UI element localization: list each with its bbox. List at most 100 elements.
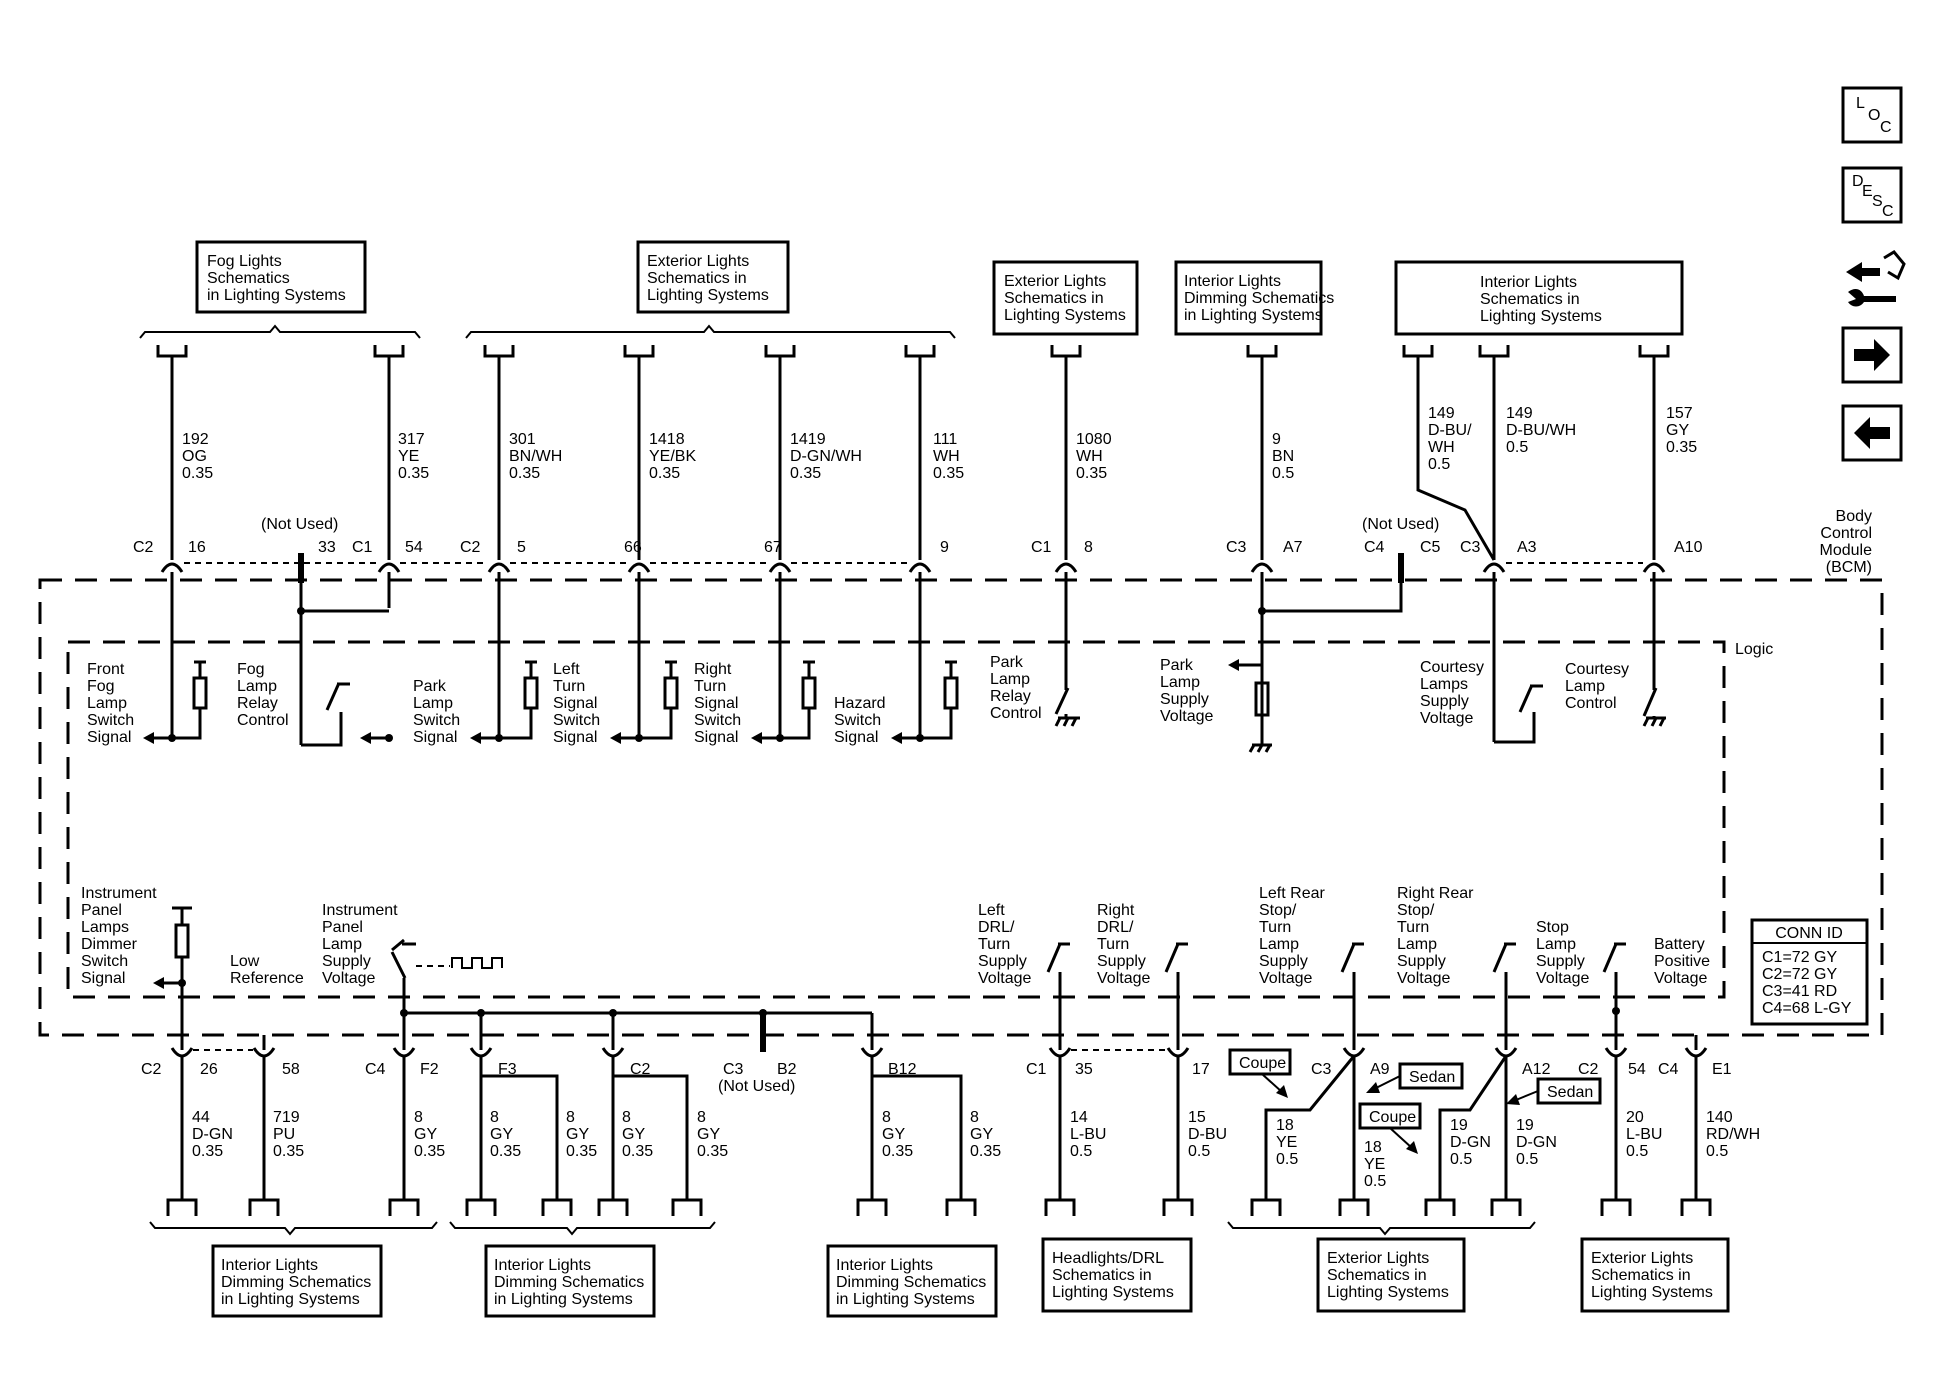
- svg-text:Front: Front: [87, 661, 125, 678]
- ref-box-fog-lights[interactable]: Fog Lights Schematics in Lighting System…: [195, 240, 367, 314]
- nav-loc-button[interactable]: L O C: [1841, 86, 1903, 144]
- svg-text:Signal: Signal: [694, 695, 738, 712]
- svg-text:Supply: Supply: [1160, 691, 1209, 708]
- svg-text:Signal: Signal: [553, 695, 597, 712]
- svg-text:Supply: Supply: [978, 953, 1027, 970]
- svg-text:GY: GY: [882, 1126, 905, 1143]
- svg-text:C4: C4: [365, 1061, 386, 1078]
- prev-arrow-button[interactable]: [1841, 404, 1903, 462]
- svg-text:C4: C4: [1658, 1061, 1679, 1078]
- svg-text:Coupe: Coupe: [1369, 1109, 1416, 1126]
- svg-text:YE/BK: YE/BK: [649, 448, 696, 465]
- svg-text:Supply: Supply: [1397, 953, 1446, 970]
- svg-text:Right: Right: [1097, 902, 1135, 919]
- svg-text:Lighting Systems: Lighting Systems: [647, 287, 769, 304]
- svg-text:9: 9: [940, 539, 949, 556]
- svg-text:1419: 1419: [790, 431, 826, 448]
- svg-text:719: 719: [273, 1109, 300, 1126]
- svg-text:15: 15: [1188, 1109, 1206, 1126]
- svg-text:C3: C3: [723, 1061, 744, 1078]
- svg-text:Signal: Signal: [413, 729, 457, 746]
- svg-text:Dimming Schematics: Dimming Schematics: [836, 1274, 986, 1291]
- ref-box-exterior-lights[interactable]: Exterior Lights Schematics in Lighting S…: [636, 240, 790, 314]
- svg-text:YE: YE: [1364, 1156, 1385, 1173]
- svg-text:19: 19: [1450, 1117, 1468, 1134]
- svg-text:Schematics in: Schematics in: [1327, 1267, 1427, 1284]
- svg-text:in Lighting Systems: in Lighting Systems: [207, 287, 346, 304]
- svg-text:0.35: 0.35: [622, 1143, 653, 1160]
- svg-text:DRL/: DRL/: [1097, 919, 1134, 936]
- resistor-icon: [168, 660, 208, 742]
- desc-letter-d: D: [1852, 173, 1864, 190]
- option-callouts: Coupe Sedan Coupe Sedan: [1228, 1048, 1602, 1154]
- svg-text:Schematics: Schematics: [207, 270, 290, 287]
- svg-text:Voltage: Voltage: [1536, 970, 1589, 987]
- svg-text:0.35: 0.35: [1076, 465, 1107, 482]
- nav-desc-button[interactable]: D E S C: [1841, 166, 1903, 224]
- svg-text:Headlights/DRL: Headlights/DRL: [1052, 1250, 1164, 1267]
- svg-text:A9: A9: [1370, 1061, 1390, 1078]
- svg-text:OG: OG: [182, 448, 207, 465]
- svg-text:0.5: 0.5: [1516, 1151, 1538, 1168]
- svg-text:C5: C5: [1420, 539, 1441, 556]
- svg-text:0.35: 0.35: [970, 1143, 1001, 1160]
- svg-text:Lamp: Lamp: [1160, 674, 1200, 691]
- svg-text:WH: WH: [1428, 439, 1455, 456]
- svg-text:WH: WH: [1076, 448, 1103, 465]
- svg-text:8: 8: [566, 1109, 575, 1126]
- svg-text:Park: Park: [990, 654, 1024, 671]
- resistor-icon: [1254, 607, 1270, 745]
- next-arrow-button[interactable]: [1841, 326, 1903, 384]
- svg-text:Dimmer: Dimmer: [81, 936, 138, 953]
- svg-text:B2: B2: [777, 1061, 797, 1078]
- ground-symbol-icons: [1054, 714, 1666, 753]
- svg-text:D-GN: D-GN: [192, 1126, 233, 1143]
- svg-text:(Not Used): (Not Used): [1362, 516, 1439, 533]
- ref-box-interior-lights-dimming[interactable]: Interior Lights Dimming Schematics in Li…: [1174, 260, 1334, 336]
- svg-text:Voltage: Voltage: [322, 970, 375, 987]
- svg-text:Park: Park: [1160, 657, 1194, 674]
- svg-text:GY: GY: [566, 1126, 589, 1143]
- svg-text:301: 301: [509, 431, 536, 448]
- svg-text:Relay: Relay: [990, 688, 1031, 705]
- svg-text:E1: E1: [1712, 1061, 1732, 1078]
- svg-text:317: 317: [398, 431, 425, 448]
- svg-text:Lighting Systems: Lighting Systems: [1004, 307, 1126, 324]
- ref-box-exterior-lights[interactable]: Exterior Lights Schematics in Lighting S…: [992, 260, 1139, 336]
- svg-text:0.5: 0.5: [1706, 1143, 1728, 1160]
- svg-text:1080: 1080: [1076, 431, 1112, 448]
- svg-text:8: 8: [882, 1109, 891, 1126]
- bcm-label: Body: [1836, 508, 1872, 525]
- bottom-braces: [149, 1221, 1536, 1236]
- svg-text:111: 111: [933, 431, 957, 448]
- svg-text:Switch: Switch: [87, 712, 134, 729]
- connector-tool-icon[interactable]: [1846, 250, 1906, 307]
- svg-text:1418: 1418: [649, 431, 685, 448]
- svg-text:GY: GY: [414, 1126, 437, 1143]
- svg-text:in Lighting Systems: in Lighting Systems: [1184, 307, 1323, 324]
- svg-text:B12: B12: [888, 1061, 917, 1078]
- top-pin-terminals: [160, 553, 1666, 583]
- ref-box-interior-lights[interactable]: Interior Lights Schematics in Lighting S…: [1394, 260, 1684, 336]
- svg-text:in Lighting Systems: in Lighting Systems: [221, 1291, 360, 1308]
- svg-text:Lamp: Lamp: [413, 695, 453, 712]
- bottom-pin-terminals: [170, 1047, 1708, 1058]
- svg-text:192: 192: [182, 431, 209, 448]
- svg-text:Park: Park: [413, 678, 447, 695]
- top-pin-labels: C2 16 33 C1 54 C2 5 66 67 9 C1 8 C3 A7 C…: [133, 516, 1703, 556]
- svg-text:Lamp: Lamp: [990, 671, 1030, 688]
- svg-text:Voltage: Voltage: [1259, 970, 1312, 987]
- svg-text:8: 8: [414, 1109, 423, 1126]
- svg-text:GY: GY: [970, 1126, 993, 1143]
- svg-text:C4=68 L-GY: C4=68 L-GY: [1762, 1000, 1852, 1017]
- svg-text:Dimming Schematics: Dimming Schematics: [221, 1274, 371, 1291]
- svg-text:0.35: 0.35: [882, 1143, 913, 1160]
- svg-text:GY: GY: [1666, 422, 1689, 439]
